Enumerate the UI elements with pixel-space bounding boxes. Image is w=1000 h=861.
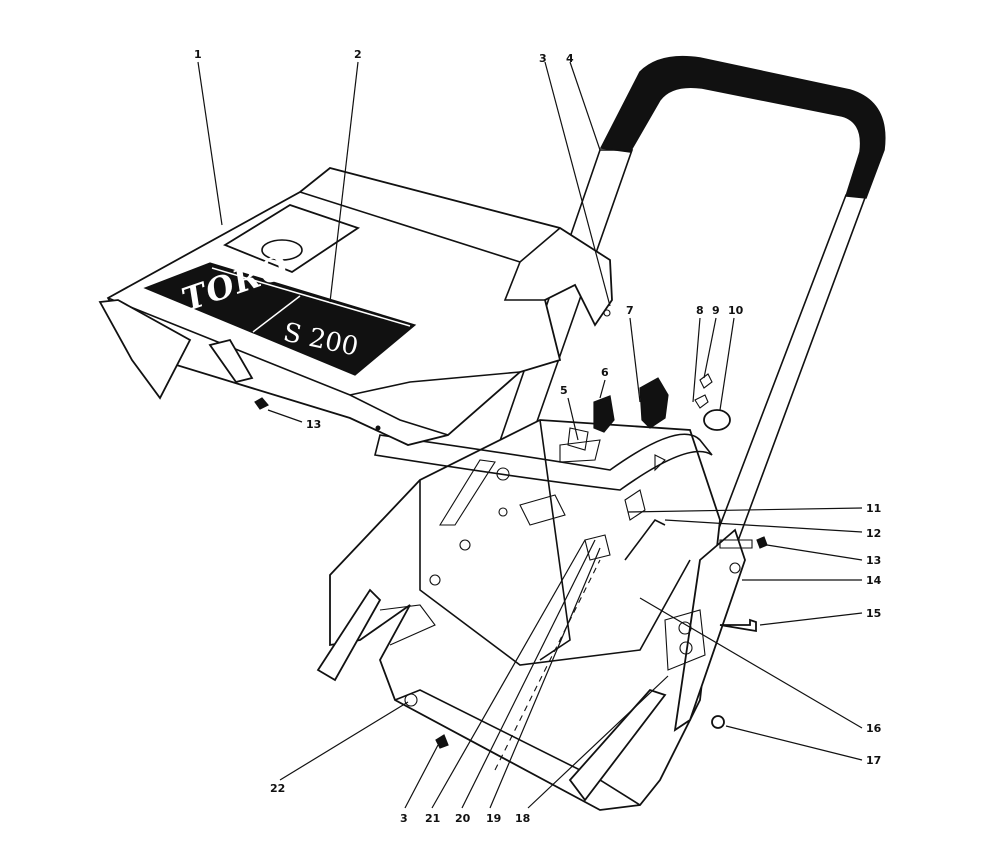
callout-8: 8 [696, 304, 704, 317]
callout-5: 5 [560, 384, 568, 397]
side-panel [664, 528, 746, 732]
callout-13-left: 13 [306, 418, 321, 431]
callout-7: 7 [626, 304, 634, 317]
crossbar [374, 433, 713, 491]
callout-16: 16 [866, 722, 882, 735]
small-parts [254, 309, 768, 749]
callout-14: 14 [866, 574, 882, 587]
frame [316, 419, 721, 811]
callout-15: 15 [866, 607, 881, 620]
callout-20: 20 [455, 812, 471, 825]
callout-21: 21 [425, 812, 440, 825]
callout-18: 18 [515, 812, 530, 825]
callout-9: 9 [712, 304, 720, 317]
callout-11: 11 [866, 502, 881, 515]
callout-22: 22 [270, 782, 285, 795]
callout-12: 12 [866, 527, 881, 540]
callout-4: 4 [566, 52, 574, 65]
callout-3-top: 3 [539, 52, 547, 65]
callout-13-right: 13 [866, 554, 881, 567]
callout-6: 6 [601, 366, 609, 379]
callout-17: 17 [866, 754, 881, 767]
callout-2: 2 [354, 48, 362, 61]
callout-1: 1 [194, 48, 202, 61]
leader-lines [197, 61, 863, 809]
hood: TORO S 200 [98, 167, 613, 446]
callout-19: 19 [486, 812, 501, 825]
callout-10: 10 [728, 304, 744, 317]
callout-3-bottom: 3 [400, 812, 408, 825]
callout-labels: 1 2 3 4 5 6 7 8 9 10 11 12 13 13 14 15 1… [194, 48, 882, 825]
